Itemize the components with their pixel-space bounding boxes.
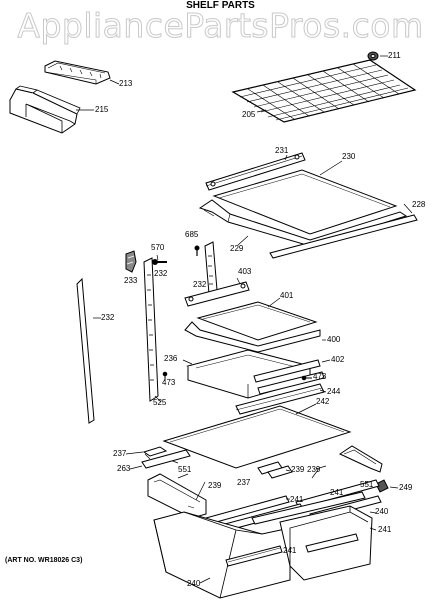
part-label: 239: [208, 481, 222, 490]
part-label: 237: [113, 449, 127, 458]
slide-part-239-center[interactable]: [257, 461, 293, 479]
egg-rack-part-213[interactable]: [44, 60, 111, 85]
part-label: 525: [153, 398, 167, 407]
part-label: 241: [330, 488, 344, 497]
shelf-frame-part-229[interactable]: [198, 199, 408, 247]
crisper-pan-part-240-left[interactable]: [153, 511, 291, 599]
knob-part-211[interactable]: [367, 51, 379, 61]
part-label: 236: [164, 354, 178, 363]
part-label: 242: [316, 397, 330, 406]
glass-shelf-part-230[interactable]: [212, 169, 398, 235]
part-label: 401: [280, 291, 294, 300]
crisper-cover-part-242[interactable]: [162, 405, 352, 469]
part-label: 232: [101, 313, 115, 322]
screw-part-685[interactable]: [194, 245, 200, 256]
door-bin-part-215[interactable]: [9, 85, 81, 134]
part-label: 230: [342, 152, 356, 161]
support-part-237-left[interactable]: [142, 446, 168, 460]
part-label: 215: [95, 105, 109, 114]
part-label: 239: [307, 465, 321, 474]
part-label: 239: [291, 465, 305, 474]
shelf-ladder-part-232-right[interactable]: [204, 241, 218, 295]
part-label: 551: [178, 465, 192, 474]
clip-part-233[interactable]: [125, 250, 137, 273]
part-label: 240: [187, 579, 201, 588]
part-label: 231: [275, 146, 289, 155]
clip-part-249[interactable]: [375, 479, 389, 493]
part-label: 403: [238, 267, 252, 276]
part-label: 205: [242, 110, 256, 119]
ladder-part-525[interactable]: [143, 257, 159, 402]
shelf-slide-part-236[interactable]: [186, 349, 312, 399]
shelf-ladder-part-232-left[interactable]: [76, 277, 95, 424]
part-label: 241: [290, 495, 304, 504]
part-label: 228: [412, 200, 426, 209]
part-label: 241: [283, 546, 297, 555]
screw-part-473-right[interactable]: [301, 375, 312, 381]
part-label: 551: [360, 480, 374, 489]
part-label: 263: [117, 464, 131, 473]
crisper-pan-part-240-right[interactable]: [279, 505, 373, 581]
part-label: 233: [124, 276, 138, 285]
part-label: 685: [185, 230, 199, 239]
part-label: 232: [193, 280, 207, 289]
screw-part-570[interactable]: [152, 259, 168, 265]
part-label: 473: [313, 372, 327, 381]
shelf-rail-part-244[interactable]: [235, 383, 325, 415]
part-label: 570: [151, 243, 165, 252]
part-label: 237: [237, 478, 251, 487]
screw-part-473-left[interactable]: [162, 371, 168, 381]
diagram-title: SHELF PARTS: [186, 0, 255, 11]
part-label: 244: [327, 387, 341, 396]
art-number: (ART NO. WR18026 C3): [5, 557, 83, 564]
part-label: 213: [119, 79, 133, 88]
part-label: 473: [162, 378, 176, 387]
part-label: 232: [154, 269, 168, 278]
shelf-trim-part-231[interactable]: [205, 152, 306, 191]
bracket-part-263[interactable]: [141, 449, 191, 469]
part-label: 402: [331, 355, 345, 364]
glass-shelf-part-401[interactable]: [196, 301, 318, 341]
wire-shelf-part-205[interactable]: [231, 59, 417, 123]
slide-part-239-left[interactable]: [147, 473, 207, 519]
part-label: 400: [327, 335, 341, 344]
shelf-trim-part-403[interactable]: [184, 281, 250, 307]
part-label: 249: [399, 483, 413, 492]
shelf-frame-part-400[interactable]: [184, 321, 321, 353]
rear-trim-part-228[interactable]: [269, 214, 418, 259]
part-label: 229: [230, 244, 244, 253]
part-label: 241: [378, 525, 392, 534]
slide-part-239-right[interactable]: [338, 445, 383, 473]
part-label: 211: [388, 51, 401, 60]
part-label: 240: [375, 507, 389, 516]
